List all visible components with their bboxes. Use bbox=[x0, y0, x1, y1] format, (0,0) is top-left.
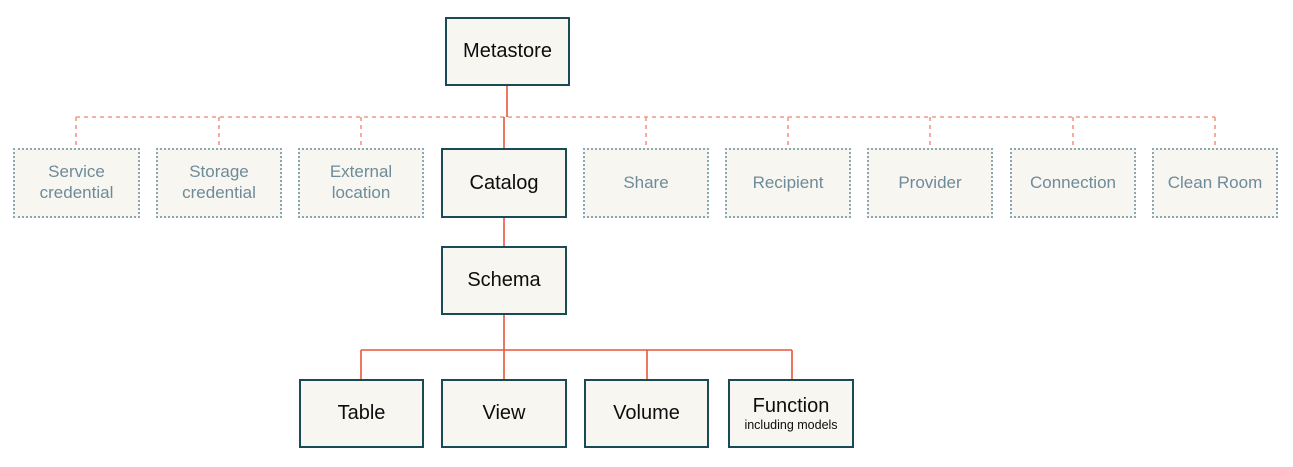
node-volume-label: Volume bbox=[613, 402, 680, 425]
node-metastore[interactable]: Metastore bbox=[445, 17, 570, 86]
node-share[interactable]: Share bbox=[583, 148, 709, 218]
node-function-label: Function bbox=[752, 394, 830, 417]
node-view-label: View bbox=[482, 402, 526, 425]
node-storage-credential-label-line1: Storage bbox=[189, 162, 249, 182]
node-view[interactable]: View bbox=[441, 379, 567, 448]
node-provider-label: Provider bbox=[898, 172, 962, 192]
node-share-label: Share bbox=[623, 172, 669, 192]
node-table-label: Table bbox=[337, 402, 386, 425]
node-schema-label: Schema bbox=[467, 269, 541, 292]
node-external-location[interactable]: External location bbox=[298, 148, 424, 218]
node-catalog[interactable]: Catalog bbox=[441, 148, 567, 218]
node-recipient[interactable]: Recipient bbox=[725, 148, 851, 218]
node-schema[interactable]: Schema bbox=[441, 246, 567, 315]
node-clean-room-label: Clean Room bbox=[1167, 172, 1263, 192]
node-storage-credential[interactable]: Storage credential bbox=[156, 148, 282, 218]
node-provider[interactable]: Provider bbox=[867, 148, 993, 218]
node-service-credential[interactable]: Service credential bbox=[13, 148, 140, 218]
node-catalog-label: Catalog bbox=[469, 171, 539, 194]
node-function[interactable]: Function including models bbox=[728, 379, 854, 448]
node-connection-label: Connection bbox=[1029, 172, 1116, 192]
node-table[interactable]: Table bbox=[299, 379, 424, 448]
node-function-sublabel: including models bbox=[744, 418, 838, 433]
node-service-credential-label-line1: Service bbox=[48, 162, 105, 182]
node-volume[interactable]: Volume bbox=[584, 379, 709, 448]
node-external-location-label-line1: External bbox=[329, 162, 393, 182]
node-recipient-label: Recipient bbox=[752, 172, 824, 192]
node-storage-credential-label-line2: credential bbox=[182, 183, 256, 202]
node-clean-room[interactable]: Clean Room bbox=[1152, 148, 1278, 218]
node-connection[interactable]: Connection bbox=[1010, 148, 1136, 218]
node-metastore-label: Metastore bbox=[463, 40, 552, 63]
node-external-location-label-line2: location bbox=[331, 183, 391, 202]
node-service-credential-label-line2: credential bbox=[39, 183, 114, 202]
